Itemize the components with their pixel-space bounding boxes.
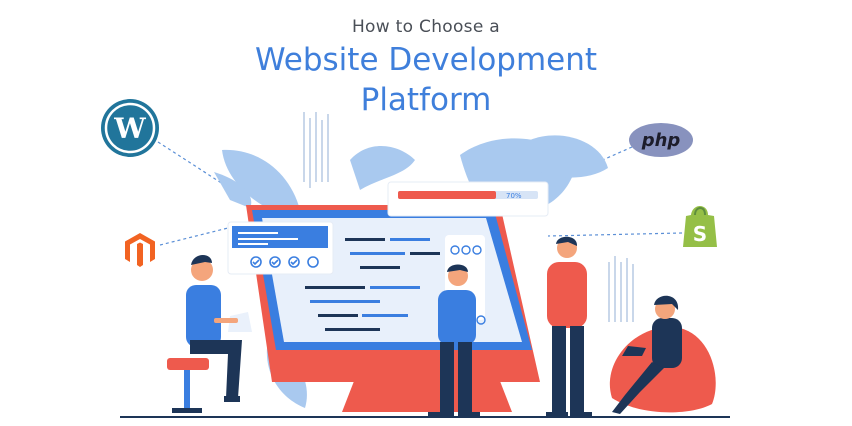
person-middle bbox=[428, 264, 480, 416]
check-icons-card bbox=[250, 256, 319, 268]
connector-lines bbox=[157, 141, 683, 246]
magento-icon bbox=[125, 233, 155, 267]
pre-title: How to Choose a bbox=[351, 17, 501, 37]
page-title: Website Development Platform bbox=[0, 40, 852, 120]
svg-text:S: S bbox=[693, 222, 707, 246]
progress-card: 70% bbox=[387, 181, 549, 217]
ground-line bbox=[120, 416, 730, 418]
wordpress-icon: W bbox=[101, 99, 159, 157]
person-stool bbox=[167, 254, 252, 413]
svg-text:W: W bbox=[113, 112, 146, 145]
php-icon: php bbox=[629, 123, 693, 157]
code-lines bbox=[305, 238, 440, 331]
shopify-icon: S bbox=[683, 206, 717, 247]
progress-bar-fill bbox=[398, 191, 496, 199]
person-beanbag bbox=[609, 295, 716, 414]
dot-columns bbox=[303, 112, 634, 322]
title-line-2: Platform bbox=[360, 82, 492, 118]
person-right bbox=[546, 236, 592, 416]
info-card bbox=[227, 221, 334, 275]
title-line-1: Website Development bbox=[254, 42, 598, 78]
php-label: php bbox=[641, 130, 681, 151]
progress-label: 70% bbox=[506, 192, 522, 200]
